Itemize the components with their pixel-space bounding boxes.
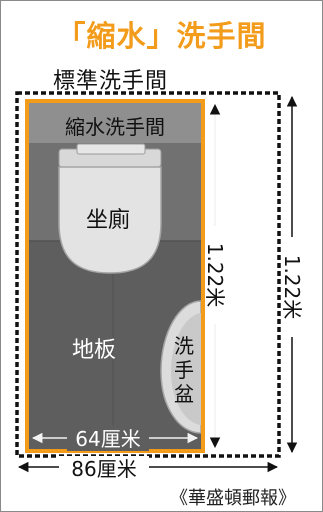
compact-width-label-bg <box>67 425 149 451</box>
compact-bathroom-label: 縮水洗手間 <box>65 115 165 139</box>
compact-depth-label-bg <box>206 226 224 324</box>
compact-depth-label: 1.22米 <box>203 243 227 308</box>
toilet-label: 坐廁 <box>86 208 130 233</box>
sink-label-char: 盆 <box>174 382 194 406</box>
standard-width-label: 86厘米 <box>71 457 136 481</box>
sink-label-char: 洗 <box>174 334 194 358</box>
standard-width-label-bg <box>59 456 149 480</box>
standard-bathroom-label: 標準洗手間 <box>53 69 169 94</box>
toilet-bowl <box>58 166 162 274</box>
standard-depth-label: 1.22米 <box>280 255 304 320</box>
toilet-lid <box>76 143 146 155</box>
sink-label-char: 手 <box>174 358 194 382</box>
graphic-title: 「縮水」洗手間 <box>56 19 267 53</box>
source-caption: 《華盛頓郵報》 <box>170 488 296 509</box>
compact-header-band <box>27 101 203 143</box>
floor-label: 地板 <box>72 338 116 363</box>
standard-depth-label-bg <box>283 237 301 337</box>
compact-width-label: 64厘米 <box>75 427 140 451</box>
washbasin-inner <box>171 313 201 425</box>
